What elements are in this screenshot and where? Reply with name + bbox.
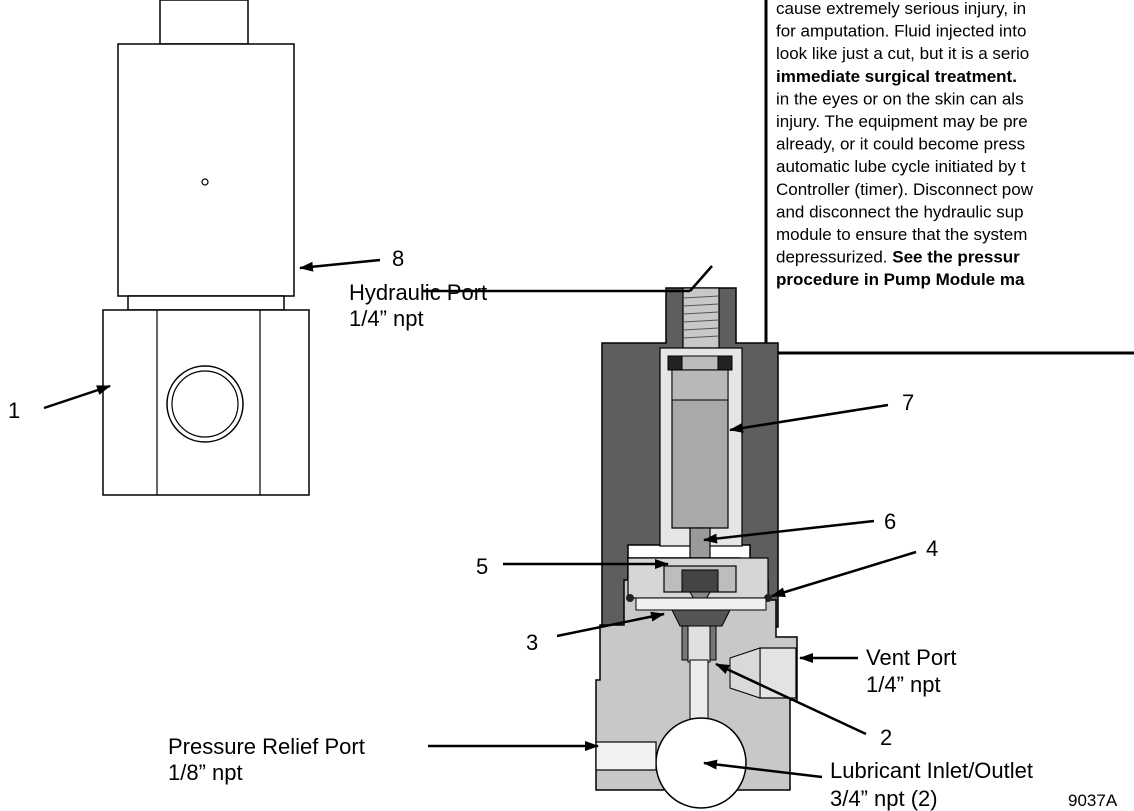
warning-line: cause extremely serious injury, in: [776, 0, 1026, 18]
vent-port-size: 1/4” npt: [866, 672, 941, 697]
valve-external-view: [102, 0, 310, 496]
valve-cross-section: [595, 287, 798, 809]
hydraulic-port-label: Hydraulic Port: [349, 280, 487, 305]
pressure-relief-port-label: Pressure Relief Port: [168, 734, 365, 759]
vent-port-label: Vent Port: [866, 645, 957, 670]
callout-7: 7: [902, 390, 914, 415]
callout-3: 3: [526, 630, 538, 655]
callout-1: 1: [8, 398, 20, 423]
callout-6: 6: [884, 509, 896, 534]
warning-line: already, or it could become press: [776, 135, 1025, 154]
callout-8: 8: [392, 246, 404, 271]
warning-line: module to ensure that the system: [776, 225, 1027, 244]
callout-4: 4: [926, 536, 938, 561]
pressure-relief-port-size: 1/8” npt: [168, 760, 243, 785]
callout-2: 2: [880, 725, 892, 750]
lubricant-port-label: Lubricant Inlet/Outlet: [830, 758, 1033, 783]
warning-line: automatic lube cycle initiated by t: [776, 157, 1026, 176]
warning-line: and disconnect the hydraulic sup: [776, 202, 1024, 221]
warning-line: immediate surgical treatment.: [776, 67, 1017, 86]
figure-id: 9037A: [1068, 791, 1118, 810]
hydraulic-port-size: 1/4” npt: [349, 306, 424, 331]
warning-line: look like just a cut, but it is a serio: [776, 44, 1029, 63]
warning-line: procedure in Pump Module ma: [776, 270, 1025, 289]
lubricant-port-size: 3/4” npt (2): [830, 786, 938, 811]
warning-line: in the eyes or on the skin can als: [776, 89, 1024, 108]
warning-line: injury. The equipment may be pre: [776, 112, 1028, 131]
warning-box: cause extremely serious injury, in for am…: [764, 0, 1134, 355]
warning-line: for amputation. Fluid injected into: [776, 22, 1026, 41]
callout-5: 5: [476, 554, 488, 579]
warning-line: Controller (timer). Disconnect pow: [776, 180, 1034, 199]
warning-line: depressurized. See the pressur: [776, 248, 1020, 267]
leader-lines: [43, 258, 917, 779]
